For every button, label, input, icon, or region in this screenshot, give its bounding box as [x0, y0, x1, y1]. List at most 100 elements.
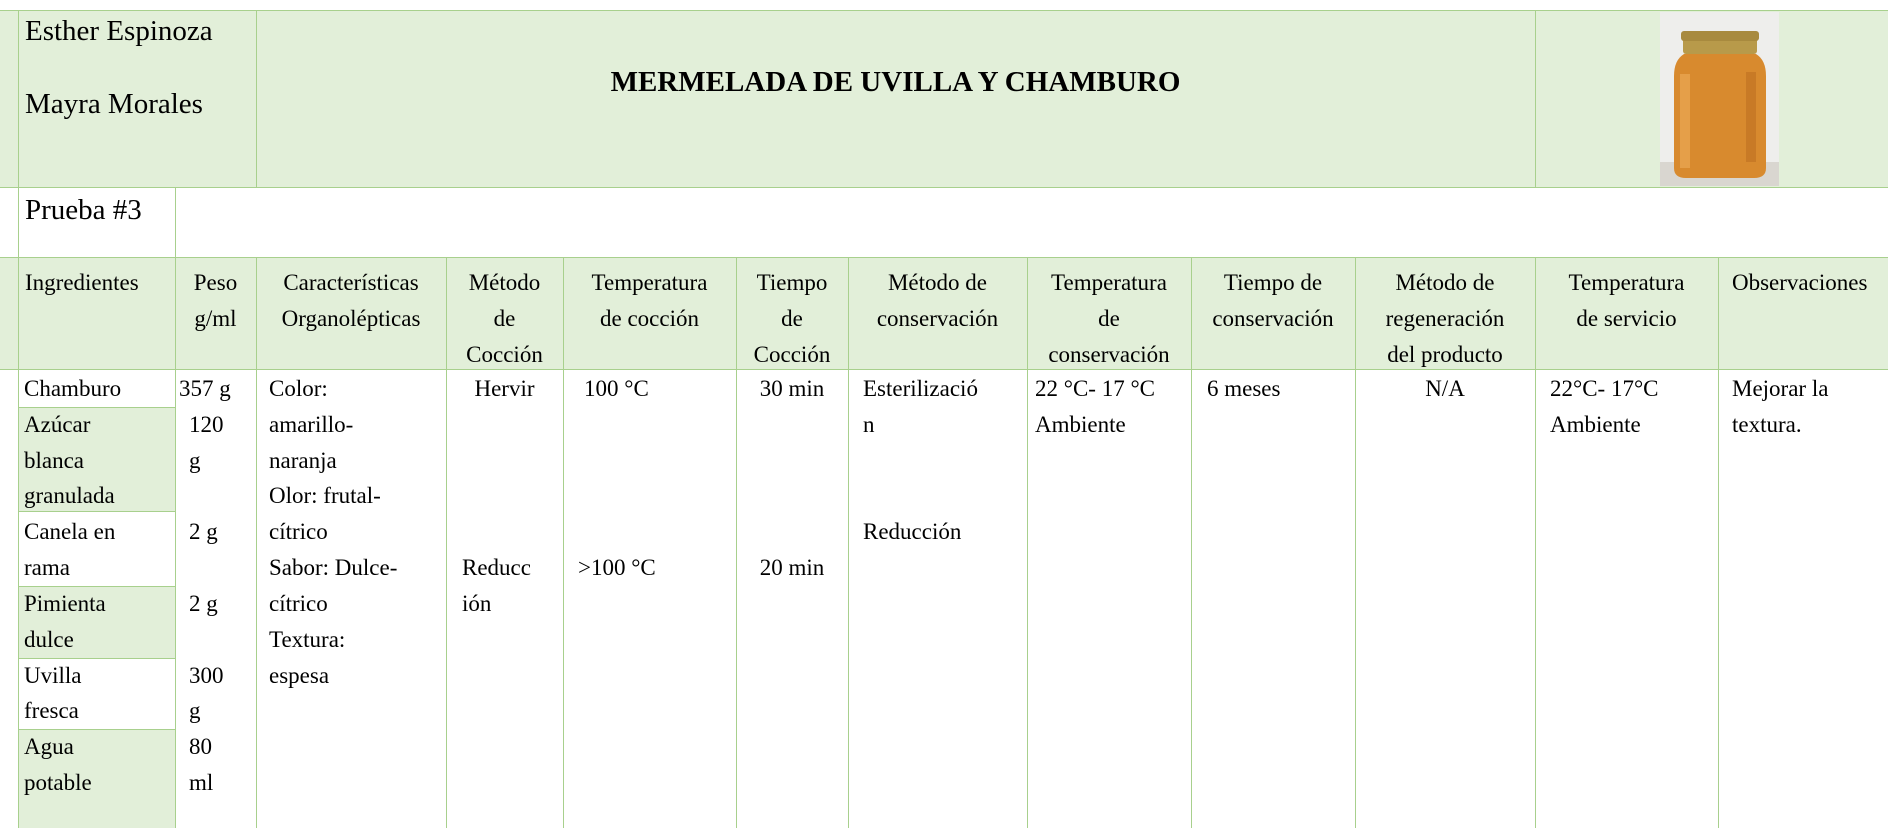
grid-line: [1355, 257, 1356, 828]
ingredient-row-shade: [18, 586, 175, 658]
grid-line: [256, 257, 257, 828]
test-label: Prueba #3: [25, 194, 142, 226]
grid-line: [563, 257, 564, 828]
ingredient-weight: 120: [189, 412, 224, 437]
grid-line: [1191, 257, 1192, 828]
grid-line: [18, 729, 176, 730]
column-header-metodo-conservacion: Método de: [887, 270, 987, 295]
column-header-caracteristicas: Características: [283, 270, 419, 295]
jam-jar-photo: [1660, 12, 1779, 186]
column-header-temp-conservacion: conservación: [1048, 342, 1170, 367]
metodo-coccion-value: Hervir: [474, 376, 535, 401]
ingredient-weight: g: [189, 448, 201, 473]
author-name: Mayra Morales: [25, 88, 203, 120]
caracteristicas-text: espesa: [269, 663, 330, 688]
column-header-observaciones: Observaciones: [1732, 270, 1868, 295]
grid-line: [1535, 10, 1536, 187]
temp-coccion-value: 100 °C: [584, 376, 649, 401]
column-header-temp-servicio: Temperatura: [1568, 270, 1685, 295]
ingredient-name: potable: [24, 770, 92, 795]
author-name: Esther Espinoza: [25, 15, 213, 47]
column-header-metodo-regeneracion: del producto: [1387, 342, 1503, 367]
ingredient-name: granulada: [24, 483, 115, 508]
observaciones-value: textura.: [1732, 412, 1802, 437]
column-header-temp-coccion: de cocción: [600, 306, 699, 331]
column-header-temp-servicio: de servicio: [1576, 306, 1677, 331]
column-header-tiempo-coccion: de: [781, 306, 803, 331]
caracteristicas-text: Sabor: Dulce-: [269, 555, 398, 580]
column-header-metodo-regeneracion: regeneración: [1385, 306, 1505, 331]
tiempo-coccion-value: 20 min: [759, 555, 825, 580]
ingredient-weight: 357 g: [179, 376, 231, 401]
column-header-caracteristicas: Organolépticas: [281, 306, 421, 331]
grid-line: [18, 10, 19, 828]
grid-line: [1027, 257, 1028, 828]
temp-conservacion-value: Ambiente: [1035, 412, 1126, 437]
grid-line: [0, 10, 1888, 11]
temp-servicio-value: Ambiente: [1550, 412, 1641, 437]
grid-line: [18, 511, 176, 512]
caracteristicas-text: Color:: [269, 376, 328, 401]
grid-line: [0, 257, 1888, 258]
ingredient-weight: 80: [189, 734, 212, 759]
metodo-conservacion-value: Reducción: [863, 519, 962, 544]
ingredient-name: rama: [24, 555, 70, 580]
column-header-metodo-coccion: de: [493, 306, 516, 331]
caracteristicas-text: Olor: frutal-: [269, 483, 381, 508]
column-header-metodo-conservacion: conservación: [876, 306, 999, 331]
metodo-coccion-value: Reducc: [462, 555, 531, 580]
caracteristicas-text: cítrico: [269, 591, 328, 616]
column-header-peso: g/ml: [194, 306, 237, 331]
column-header-tiempo-conservacion: Tiempo de: [1223, 270, 1323, 295]
temp-conservacion-value: 22 °C- 17 °C: [1035, 376, 1155, 401]
grid-line: [18, 658, 176, 659]
column-header-temp-conservacion: Temperatura: [1051, 270, 1167, 295]
ingredient-name: fresca: [24, 698, 79, 723]
ingredient-row-shade: [18, 407, 175, 511]
grid-line: [736, 257, 737, 828]
column-header-tiempo-conservacion: conservación: [1212, 306, 1334, 331]
column-header-tiempo-coccion: Cocción: [753, 342, 831, 367]
page-title: MERMELADA DE UVILLA Y CHAMBURO: [610, 66, 1181, 98]
metodo-regeneracion-value: N/A: [1425, 376, 1465, 401]
ingredient-name: dulce: [24, 627, 74, 652]
grid-line: [446, 257, 447, 828]
grid-line: [0, 187, 1888, 188]
metodo-coccion-value: ión: [462, 591, 492, 616]
caracteristicas-text: cítrico: [269, 519, 328, 544]
metodo-conservacion-value: Esterilizació: [863, 376, 978, 401]
column-header-metodo-coccion: Método: [468, 270, 541, 295]
temp-coccion-value: >100 °C: [578, 555, 656, 580]
column-header-metodo-regeneracion: Método de: [1395, 270, 1495, 295]
ingredient-weight: 2 g: [189, 591, 218, 616]
grid-line: [1718, 257, 1719, 828]
ingredient-row-shade: [18, 729, 175, 828]
caracteristicas-text: naranja: [269, 448, 337, 473]
ingredient-name: Uvilla: [24, 663, 82, 688]
grid-line: [0, 369, 1888, 370]
grid-line: [175, 187, 176, 828]
metodo-conservacion-value: n: [863, 412, 875, 437]
ingredient-weight: 2 g: [189, 519, 218, 544]
grid-line: [848, 257, 849, 828]
observaciones-value: Mejorar la: [1732, 376, 1829, 401]
column-header-temp-conservacion: de: [1098, 306, 1120, 331]
ingredient-name: Agua: [24, 734, 74, 759]
ingredient-weight: ml: [189, 770, 214, 795]
column-header-background: [0, 257, 1888, 369]
tiempo-coccion-value: 30 min: [759, 376, 825, 401]
grid-line: [1535, 257, 1536, 828]
temp-servicio-value: 22°C- 17°C: [1550, 376, 1659, 401]
grid-line: [256, 10, 257, 187]
ingredient-name: blanca: [24, 448, 85, 473]
ingredient-weight: 300: [189, 663, 224, 688]
ingredient-name: Chamburo: [24, 376, 122, 401]
column-header-tiempo-coccion: Tiempo: [756, 270, 828, 295]
jam-jar-icon: [1660, 12, 1779, 186]
ingredient-name: Canela en: [24, 519, 116, 544]
header-background: [0, 10, 1888, 187]
caracteristicas-text: amarillo-: [269, 412, 354, 437]
ingredient-name: Azúcar: [24, 412, 91, 437]
ingredient-name: Pimienta: [24, 591, 106, 616]
grid-line: [18, 407, 176, 408]
